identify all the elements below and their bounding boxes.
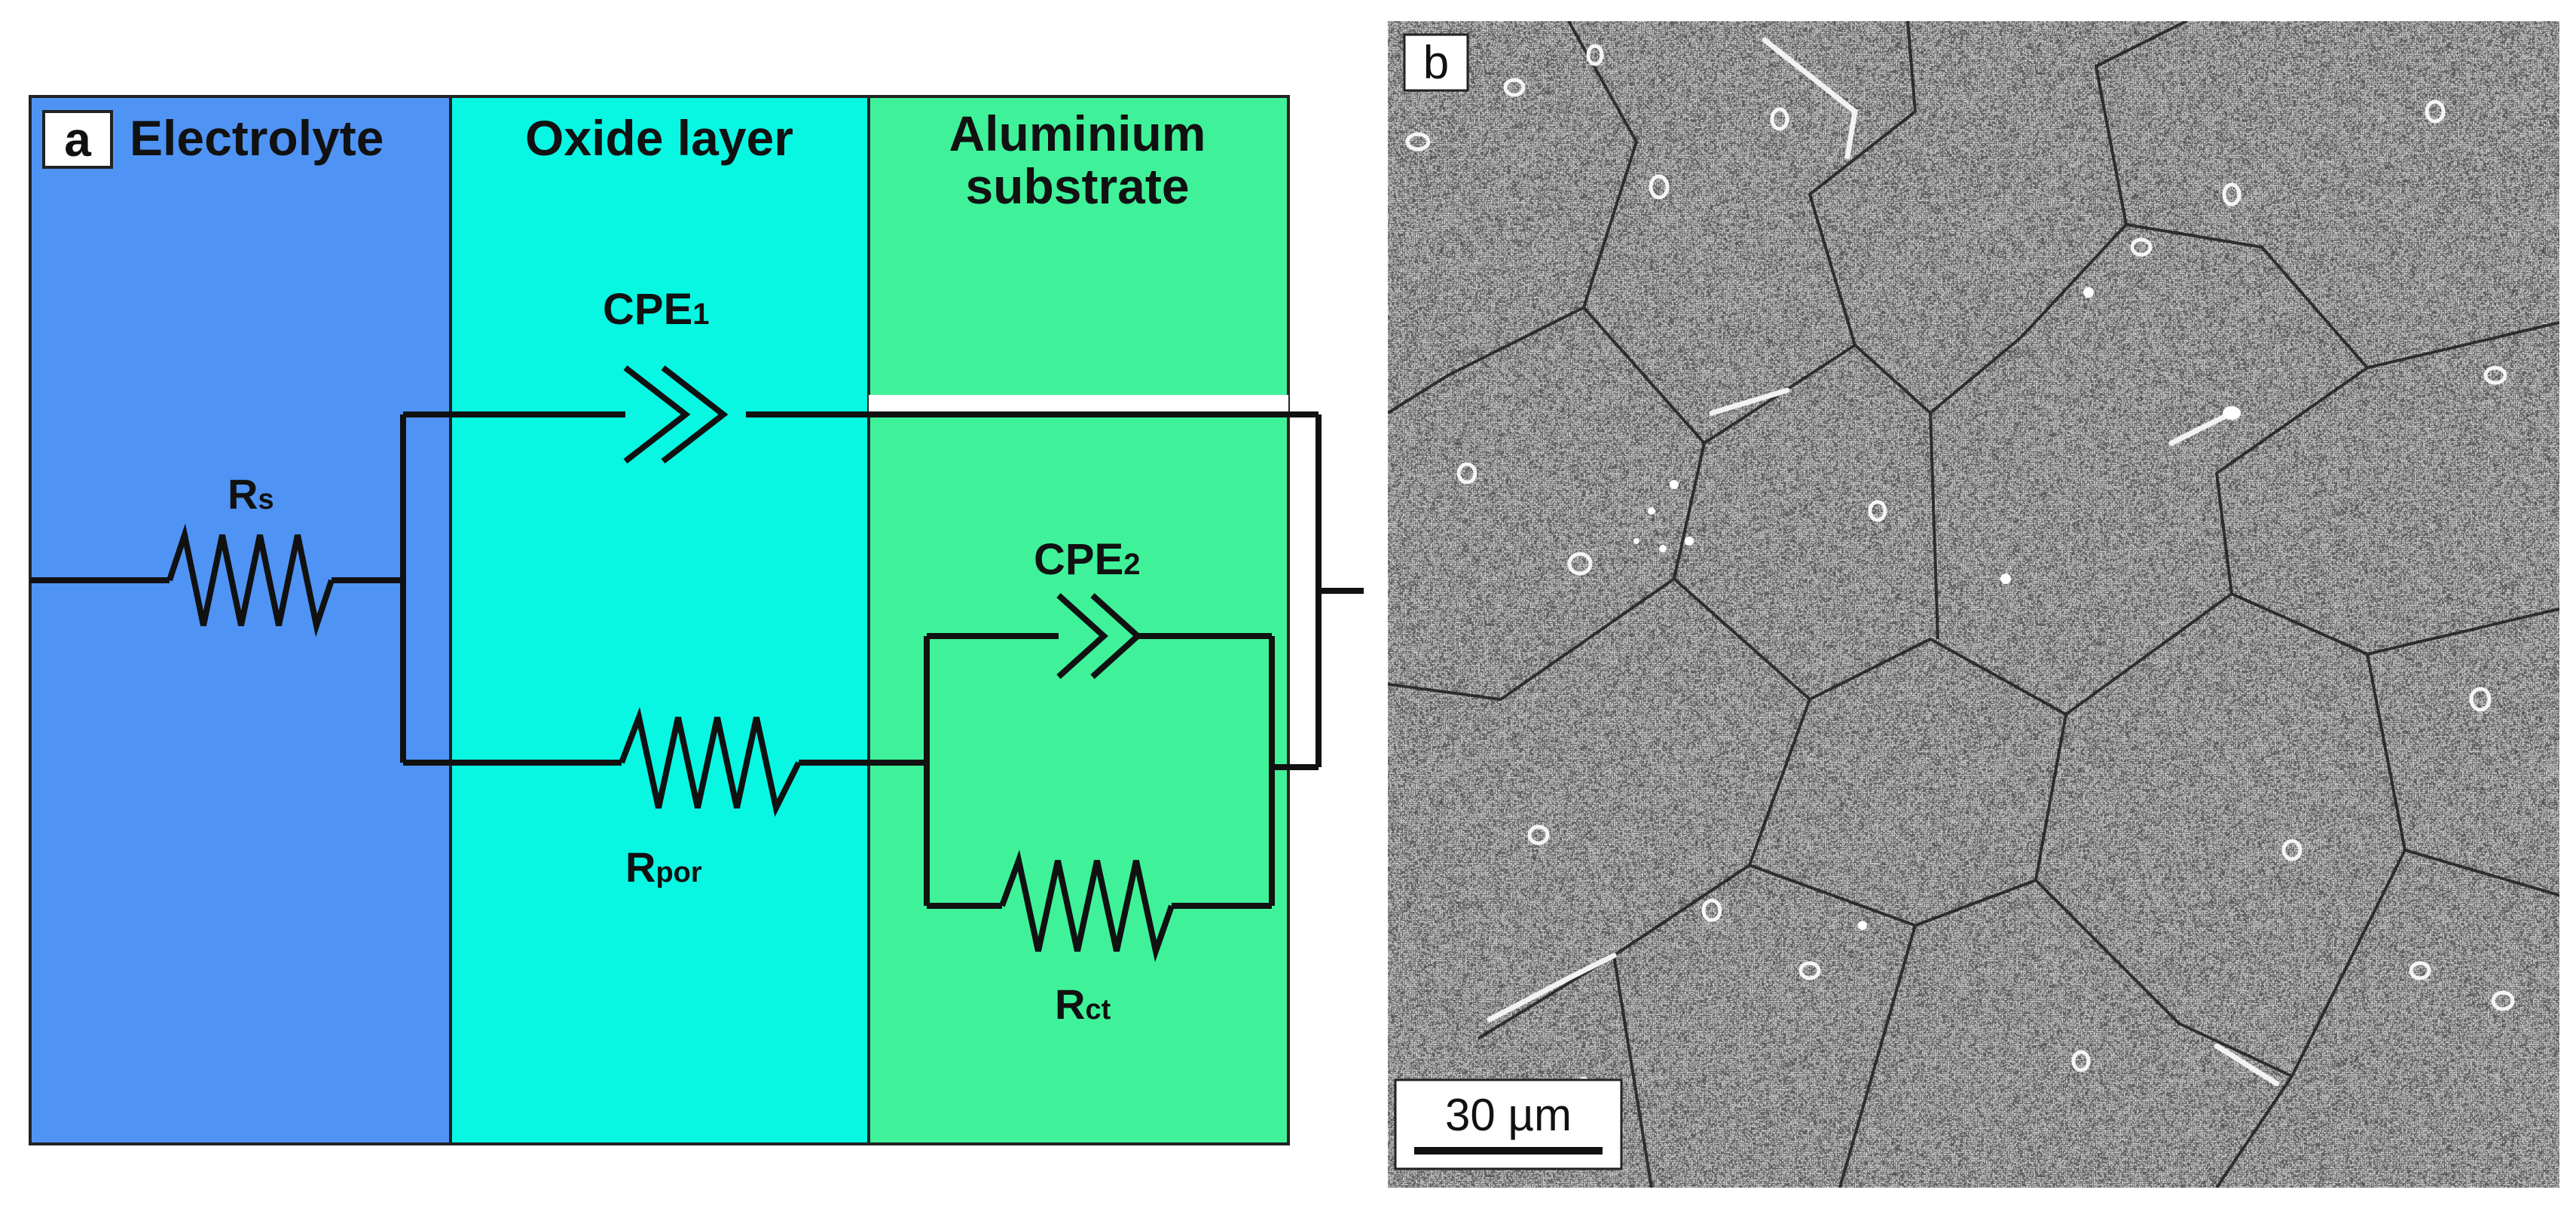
rct-resistor-symbol [999,849,1175,962]
grain-boundaries [1386,20,2560,1189]
panel-a-letter-box [42,110,113,169]
rpor-label: Rpor [625,843,702,891]
substrate-label: substrate [965,158,1189,214]
sem-micrograph-panel: 30 µm b [1386,20,2560,1189]
bright-precipitate-lines [1487,37,2280,1087]
scale-bar: 30 µm [1394,1078,1623,1170]
rpor-resistor-symbol [619,707,802,817]
cpe2-symbol [1056,593,1142,679]
rs-label: Rs [228,470,274,518]
equivalent-circuit-panel: a Electrolyte Oxide layer Aluminium subs… [29,95,1364,1145]
bright-particles [1405,44,2515,1072]
panel-a-letter: a [64,112,91,167]
panel-b-letter-box [1403,33,1469,92]
rs-resistor-symbol [167,523,335,638]
aluminium-label: Aluminium [949,106,1206,161]
circuit-wires [30,411,1364,909]
sem-micrograph-image: 30 µm b [1386,20,2560,1189]
rct-label: Rct [1055,980,1111,1028]
oxide-layer-label: Oxide layer [525,110,793,166]
bright-inclusions [1577,287,2241,1090]
electrolyte-label: Electrolyte [130,110,383,166]
panel-b-letter: b [1423,37,1449,89]
cpe1-label: CPE1 [603,285,710,334]
cpe1-symbol [623,365,729,464]
cpe2-label: CPE2 [1034,535,1141,584]
aluminium-substrate-region [869,96,1288,1144]
oxide-layer-region [451,96,869,1144]
scale-bar-label: 30 µm [1445,1090,1572,1140]
